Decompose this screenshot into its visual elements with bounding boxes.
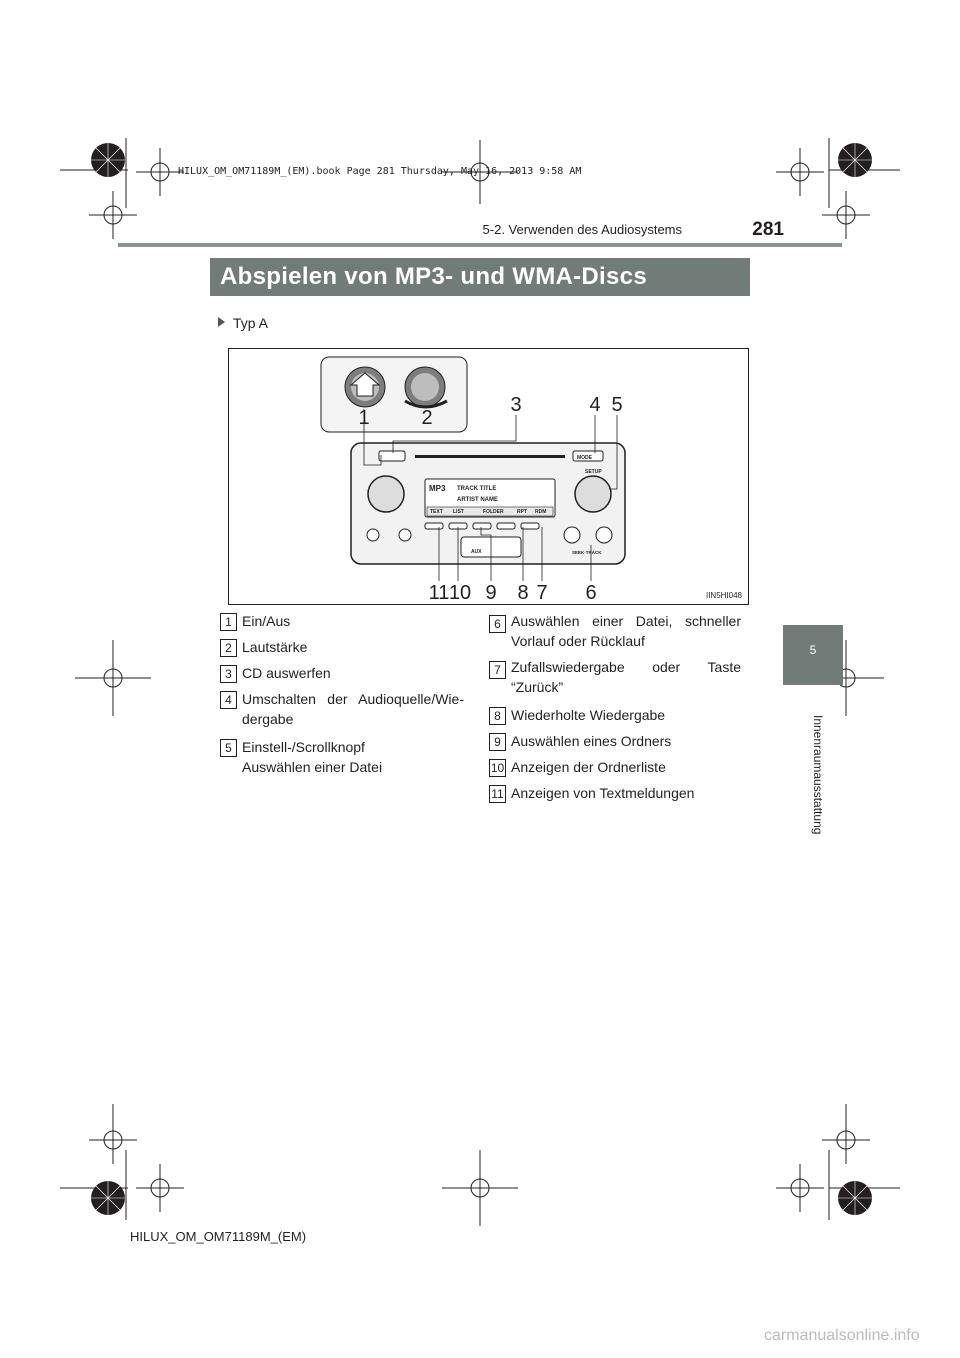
legend-text: Anzeigen von Textmeldungen	[511, 785, 695, 801]
setup-label: SETUP	[585, 469, 602, 475]
legend-text: Einstell-/Scrollknopf Auswählen einer Da…	[242, 739, 383, 775]
tune-scroll-knob	[574, 475, 612, 513]
legend-text: Ein/Aus	[242, 613, 291, 629]
legend-number: 6	[489, 615, 506, 633]
legend-text: Umschalten der Audioquelle/Wie-dergabe	[242, 691, 464, 727]
page-number: 281	[752, 219, 784, 240]
legend-text: Lautstärke	[242, 639, 308, 655]
display-format-label: MP3	[429, 484, 446, 493]
legend-number: 7	[489, 661, 506, 679]
callout-2: 2	[421, 407, 432, 429]
footer-code: HILUX_OM_OM71189M_(EM)	[130, 1229, 307, 1244]
figure-code: IIN5HI048	[705, 591, 742, 600]
legend-number: 1	[220, 613, 237, 631]
legend-number: 3	[220, 665, 237, 683]
legend-text: Auswählen einer Datei, schneller Vorlauf…	[511, 613, 741, 649]
print-stamp: HILUX_OM_OM71189M_(EM).book Page 281 Thu…	[178, 166, 582, 177]
aux-label: AUX	[471, 549, 482, 555]
mode-label: MODE	[577, 455, 593, 461]
callout-1: 1	[358, 407, 369, 429]
seek-track-label: SEEK·TRACK	[572, 550, 602, 555]
soft-button-rdm: RDM	[535, 509, 546, 515]
legend-text: Wiederholte Wiedergabe	[511, 707, 666, 723]
watermark: carmanualsonline.info	[764, 1327, 920, 1344]
callout-7: 7	[536, 582, 547, 604]
callout-6: 6	[585, 582, 596, 604]
soft-button-list: LIST	[453, 509, 464, 515]
track-title-label: TRACK TITLE	[457, 486, 496, 492]
legend-number: 4	[220, 691, 237, 709]
callout-10: 10	[449, 582, 471, 604]
chapter-tab: 5	[783, 625, 843, 685]
subsection-heading: Typ A	[218, 315, 268, 331]
legend-text: Auswählen eines Ordners	[511, 733, 672, 749]
header-rule	[118, 243, 842, 247]
seek-back-button	[563, 526, 581, 544]
chapter-label: Innenraumausstattung	[811, 715, 825, 835]
legend-number: 5	[220, 739, 237, 757]
callout-11: 11	[429, 582, 450, 604]
triangle-bullet-icon	[218, 317, 225, 327]
artist-name-label: ARTIST NAME	[457, 497, 498, 503]
legend-number: 9	[489, 733, 506, 751]
legend-number: 8	[489, 707, 506, 725]
legend-number: 2	[220, 639, 237, 657]
cd-slot	[415, 455, 565, 458]
seek-forward-button	[595, 526, 613, 544]
chapter-number: 5	[809, 643, 817, 657]
soft-button-text: TEXT	[430, 509, 443, 515]
callout-9: 9	[485, 582, 496, 604]
radio-figure: 1 2 3 4 5 11 10 9 8 7 6 MP3 TRACK TITLE …	[228, 348, 749, 605]
callout-4: 4	[589, 394, 600, 416]
legend-text: CD auswerfen	[242, 665, 331, 681]
legend-number: 11	[489, 785, 506, 803]
power-volume-knob	[367, 475, 405, 513]
legend-text: Zufallswiedergabe oder Taste “Zurück”	[511, 659, 741, 695]
callout-3: 3	[510, 394, 521, 416]
legend-text: Anzeigen der Ordnerliste	[511, 759, 666, 775]
mode-button	[572, 450, 604, 462]
callout-8: 8	[517, 582, 528, 604]
soft-button-rpt: RPT	[517, 509, 527, 515]
subsection-label: Typ A	[233, 315, 269, 331]
section-title: 5-2. Verwenden des Audiosystems	[482, 222, 682, 237]
page-title: Abspielen von MP3- und WMA-Discs	[210, 258, 750, 296]
legend-number: 10	[489, 759, 506, 777]
soft-button-folder: FOLDER	[483, 509, 504, 515]
radio-illustration: 1 2 3 4 5 11 10 9 8 7 6 MP3 TRACK TITLE …	[320, 356, 626, 604]
press-arrow-icon	[349, 372, 381, 397]
inset-box	[320, 356, 468, 433]
callout-5: 5	[611, 394, 622, 416]
rotate-arrow-icon	[404, 399, 448, 409]
